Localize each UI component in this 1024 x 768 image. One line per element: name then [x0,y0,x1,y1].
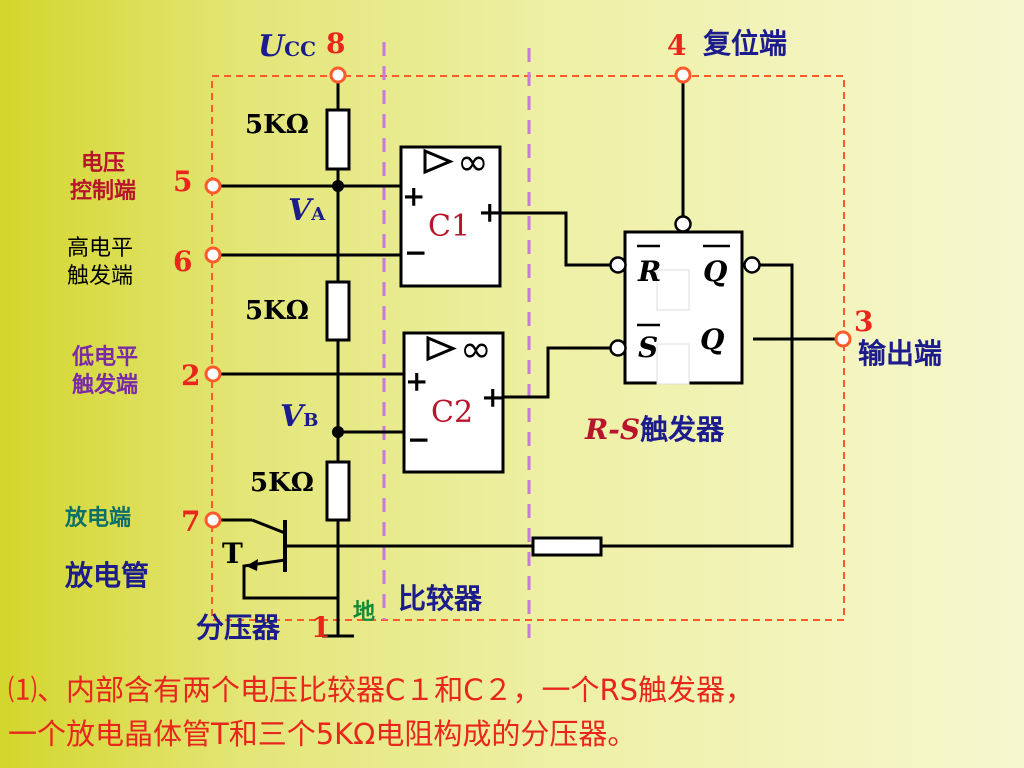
transistor-emitter [242,558,338,600]
pin6-terminal [204,246,222,264]
pin4-terminal [674,66,692,84]
vb-label: VB [280,399,319,434]
resistor-1-label: 5KΩ [245,110,309,140]
rs-flipflop-label: R-S触发器 [585,413,725,446]
pin5-terminal [204,177,222,195]
control-voltage-label: 电压控制端 [70,151,137,204]
divider-label: 分压器 [196,611,281,644]
c2-to-s-wire [503,346,611,399]
c1-plus-out: + [478,196,501,229]
qbar-output-label: Q [703,255,728,288]
s-bubble [609,339,627,357]
pin2-terminal [204,365,222,383]
c1-opamp-icon [423,148,454,175]
pin8-number: 8 [326,27,346,60]
c2-label: C2 [431,395,474,430]
resistor-1 [325,108,351,171]
flipflop-block-top [656,269,690,311]
comparator-label: 比较器 [398,582,483,615]
pin5-number: 5 [173,165,193,198]
output-label: 输出端 [858,337,943,370]
c2-opamp-icon [426,335,457,362]
vb-node [332,426,344,438]
pin3-number: 3 [854,305,874,338]
resistor-3 [325,460,351,522]
s-input-label: S [638,331,659,364]
comparator-c2 [402,331,505,474]
ucc-label: UCC [258,29,317,64]
transistor-collector [251,518,286,535]
c1-to-r-wire [500,211,611,267]
c2-plus-out: + [481,381,504,414]
ground-label: 地 [353,600,376,625]
pin1-number: 1 [311,611,331,644]
resistor-2 [325,280,351,342]
pin7-number: 7 [181,505,201,538]
va-label: VA [288,193,326,228]
r-bubble [609,256,627,274]
pin6-number: 6 [173,245,193,278]
pin3-terminal [834,330,852,348]
flipflop-block-bottom [656,343,690,385]
c1-plus-in: + [402,180,425,213]
discharge-transistor-label: 放电管 [65,559,150,592]
c1-label: C1 [428,209,471,244]
low-trigger-label: 低电平触发端 [72,345,139,398]
high-trigger-label: 高电平触发端 [67,236,134,289]
c1-infinity-icon: ∞ [457,140,489,184]
c2-plus-in: + [405,365,428,398]
comparator-c1 [399,145,502,288]
emitter-arrow [246,559,258,571]
description-text: ⑴、内部含有两个电压比较器C１和C２，一个RS触发器， 一个放电晶体管T和三个5… [8,673,755,751]
base-resistor [531,536,603,557]
pin4-number: 4 [667,29,687,62]
reset-bubble [674,215,692,233]
resistor-3-label: 5KΩ [250,468,314,498]
reset-label: 复位端 [703,27,788,60]
c2-infinity-icon: ∞ [460,327,492,371]
pin7-terminal [204,511,222,529]
va-node [332,180,344,192]
c2-minus-in: − [407,423,430,456]
qbar-bubble [743,256,761,274]
transistor-label: T [222,537,243,570]
pin2-number: 2 [181,359,201,392]
resistor-2-label: 5KΩ [245,296,309,326]
r-input-label: R [638,255,662,288]
q-output-label: Q [700,323,725,356]
pin8-terminal [329,66,347,84]
qbar-feedback-wire [601,263,794,548]
c1-minus-in: − [404,236,427,269]
discharge-label: 放电端 [65,506,132,531]
